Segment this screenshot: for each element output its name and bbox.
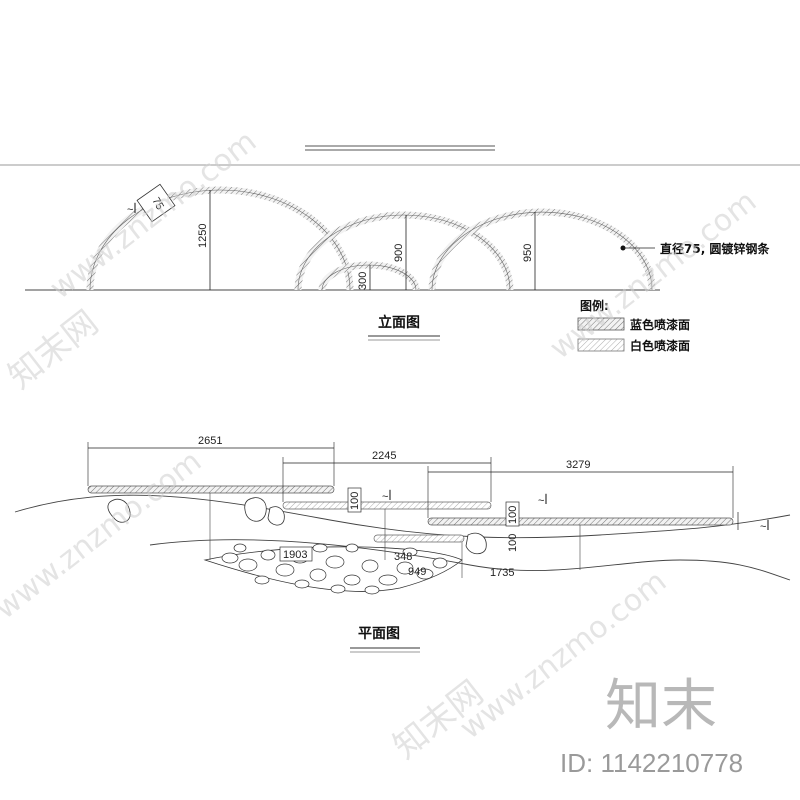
dim-100c: 100 xyxy=(507,534,519,552)
plan-bar-2 xyxy=(282,501,492,510)
section-mark-4: ~ꟾ xyxy=(760,519,770,533)
legend-label-white: 白色喷漆面 xyxy=(630,338,690,353)
dim-75: 75 xyxy=(149,196,166,213)
section-mark-3: ~ꟾ xyxy=(538,493,548,507)
pebble-bed-outline xyxy=(203,546,463,592)
dim-900: 900 xyxy=(393,244,405,262)
rock-4 xyxy=(465,532,487,555)
dim-2651: 2651 xyxy=(198,435,222,447)
arch-right-outline xyxy=(431,211,653,291)
watermark-id: ID: 1142210778 xyxy=(560,748,743,778)
arch-medium-outline xyxy=(297,214,511,291)
dim-950: 950 xyxy=(522,244,534,262)
elevation-title: 立面图 xyxy=(378,314,420,331)
watermark-url-3: www.znzmo.com xyxy=(0,444,208,626)
legend-swatch-white xyxy=(577,338,625,352)
elevation-view: 1250 900 950 300 75 ~ꟾ 直径75, 圆镀锌钢条 立面图 xyxy=(0,145,800,341)
plan-bar-1 xyxy=(87,485,335,494)
legend-swatch-blue xyxy=(577,317,625,331)
plan-bar-4 xyxy=(373,534,465,543)
dim-949: 949 xyxy=(408,566,426,578)
arch-right xyxy=(428,208,656,291)
pebbles xyxy=(221,543,448,595)
dim-1735: 1735 xyxy=(490,567,514,579)
terrain-curve-lower xyxy=(149,539,791,581)
section-mark-2: ~ꟾ xyxy=(382,489,392,503)
dim-100b-box xyxy=(505,501,520,527)
arch-small xyxy=(318,261,420,291)
legend-title: 图例: xyxy=(580,298,609,313)
legend: 图例: 蓝色喷漆面 白色喷漆面 xyxy=(577,298,690,353)
plan-title: 平面图 xyxy=(358,626,400,642)
rock-1 xyxy=(107,498,131,523)
arch-large-outline xyxy=(89,189,351,291)
dim-75-box xyxy=(136,183,176,223)
arch-small-outline xyxy=(321,264,417,291)
dim-1903-box xyxy=(279,546,313,562)
dim-3279: 3279 xyxy=(566,459,590,471)
callout-text: 直径75, 圆镀锌钢条 xyxy=(660,241,770,256)
watermark-url-1: www.znzmo.com xyxy=(43,124,263,306)
section-mark-1: ~ꟾ xyxy=(127,202,137,216)
dim-348: 348 xyxy=(394,551,412,563)
watermark-brand-logo: 知末 xyxy=(605,674,717,739)
dim-1903: 1903 xyxy=(283,549,307,561)
dim-100b: 100 xyxy=(507,506,519,524)
dim-100a-box xyxy=(347,487,362,513)
dim-100a: 100 xyxy=(349,492,361,510)
plan-view: 2651 2245 3279 100 100 100 1903 348 949 … xyxy=(14,435,791,653)
plan-bar-3 xyxy=(427,517,734,526)
rock-2 xyxy=(244,497,267,522)
legend-label-blue: 蓝色喷漆面 xyxy=(630,317,690,332)
dim-2245: 2245 xyxy=(372,450,396,462)
dim-300: 300 xyxy=(357,272,369,290)
rock-3 xyxy=(267,506,285,526)
dim-1250: 1250 xyxy=(197,224,209,248)
watermark-site-1: 知末网 xyxy=(1,303,106,397)
